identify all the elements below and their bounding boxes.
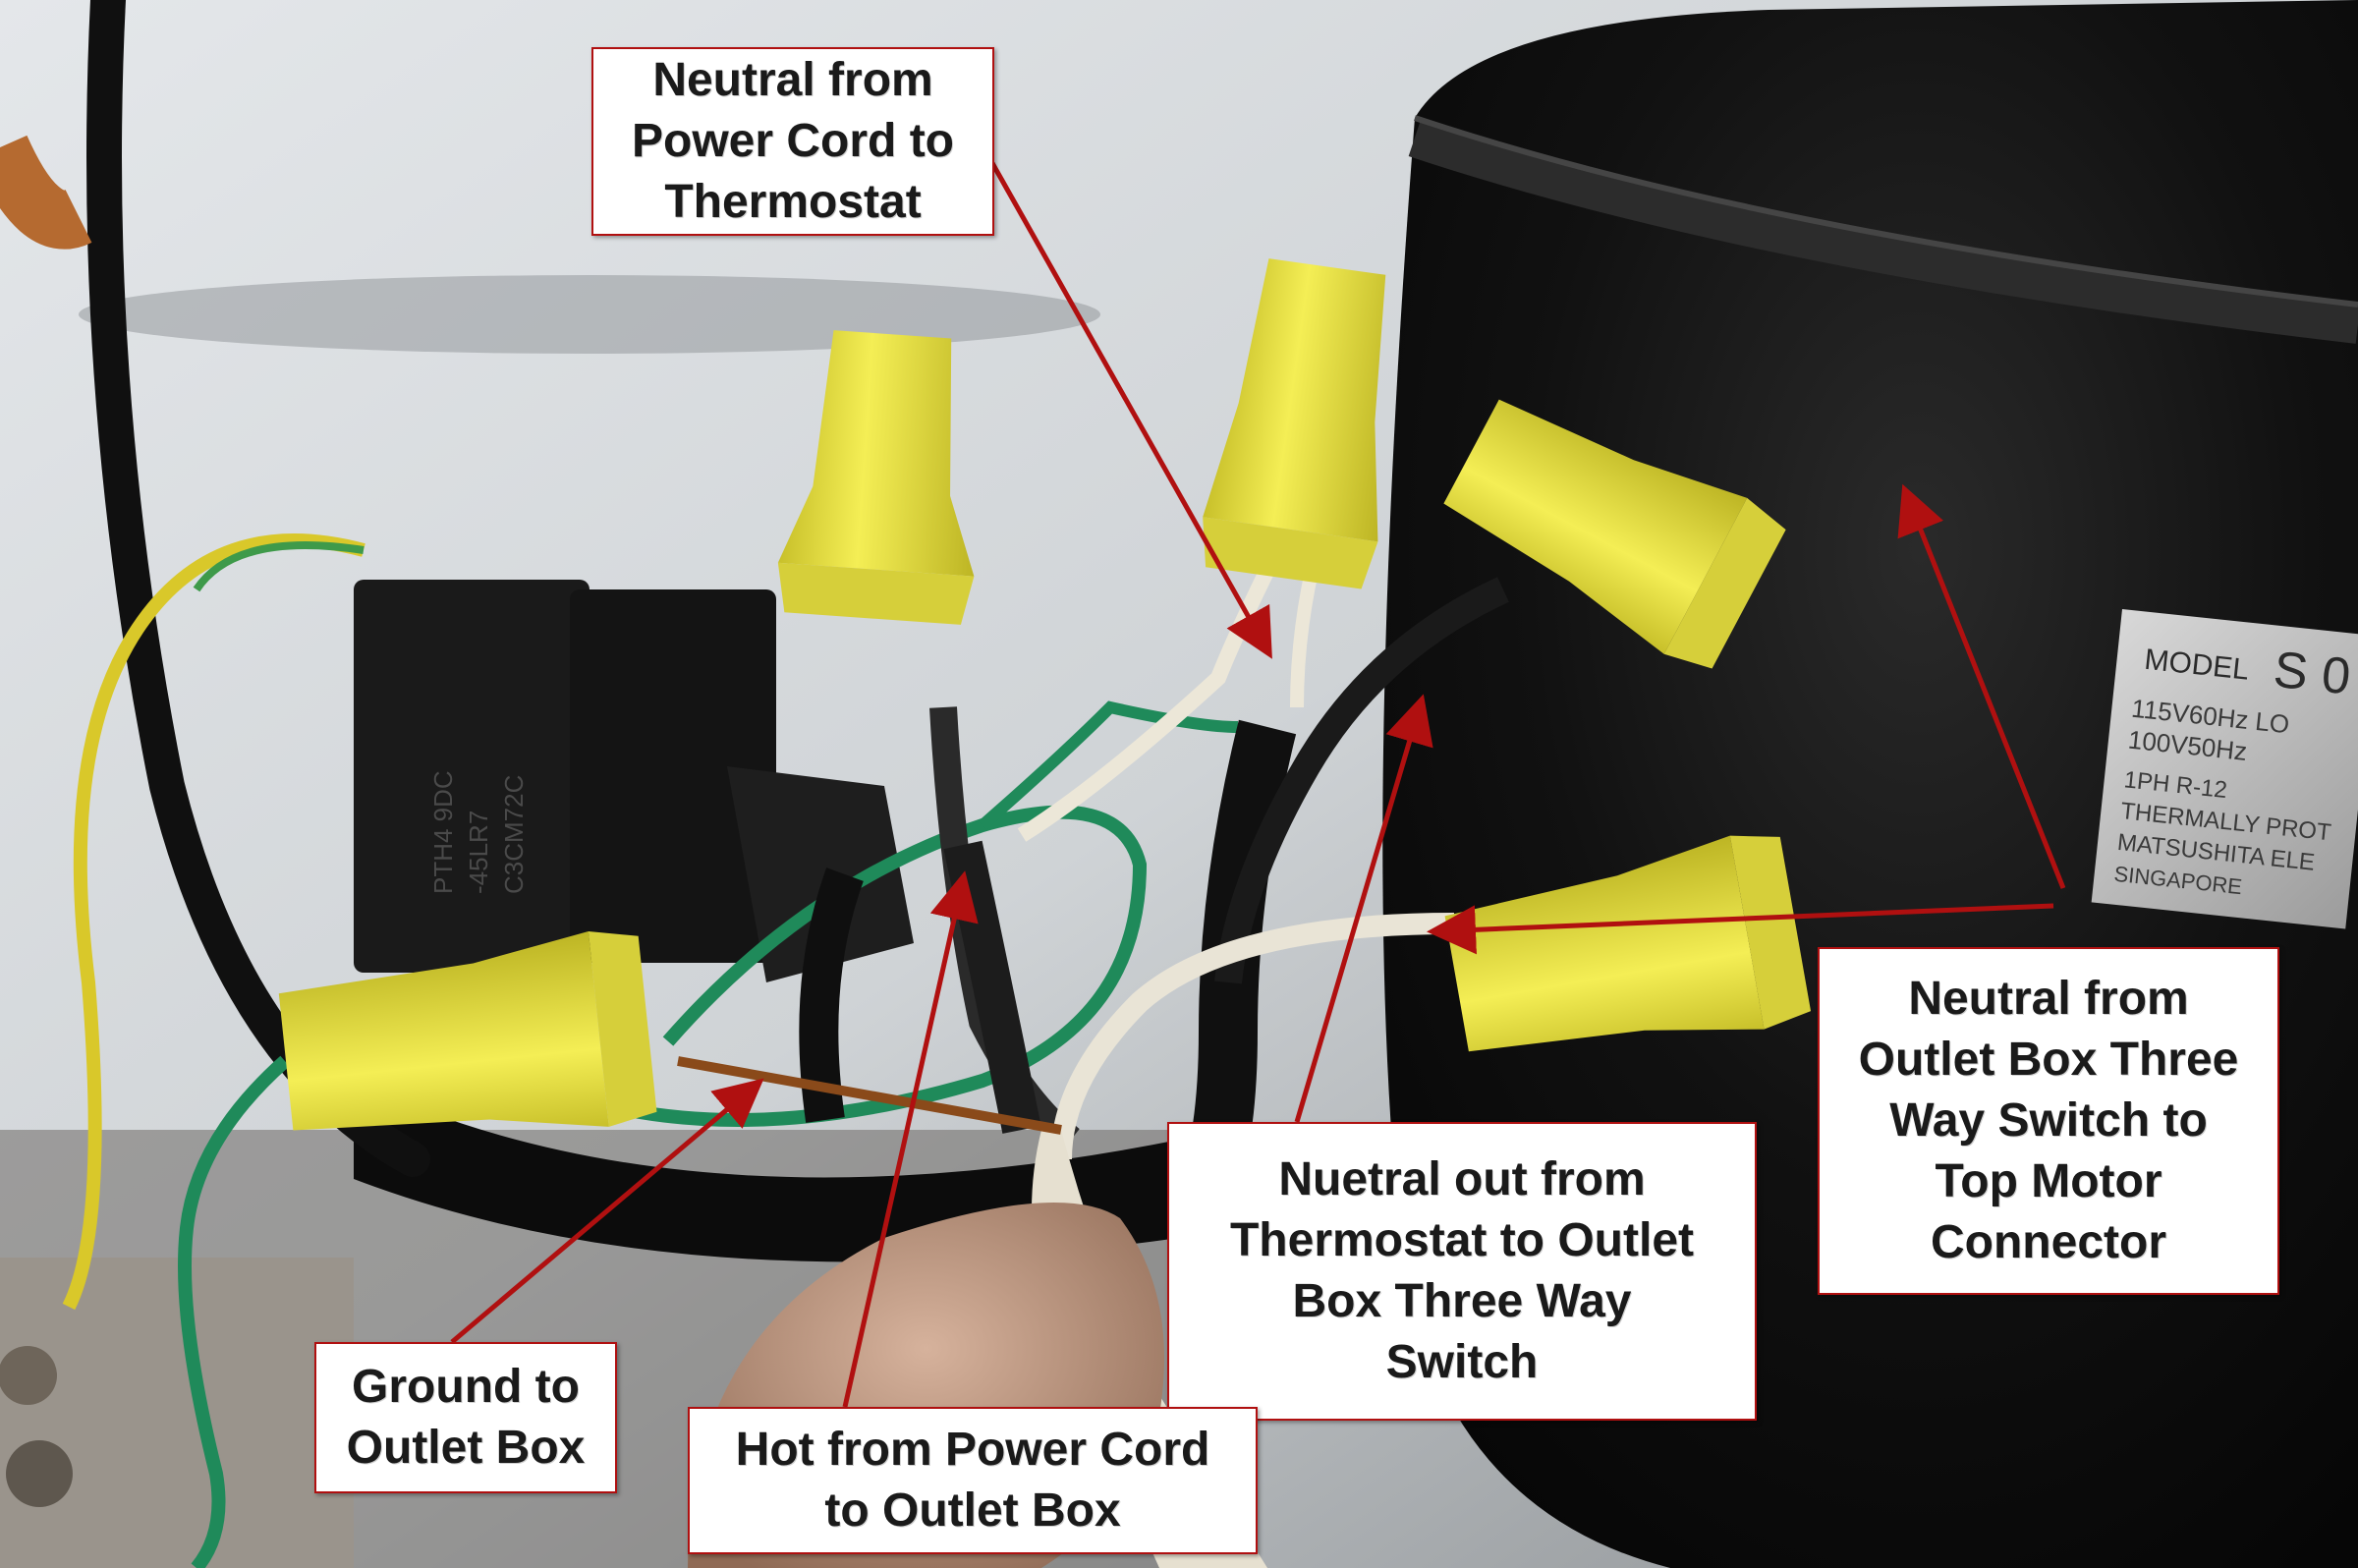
callout-line: Ground to bbox=[352, 1361, 580, 1413]
bolt bbox=[0, 1346, 57, 1405]
callout-line: Thermostat bbox=[664, 176, 922, 228]
wire-nut-left bbox=[278, 931, 657, 1131]
relay-label-1: PTH4 9DC bbox=[428, 770, 458, 894]
compressor-nameplate: MODEL S 0 115V60Hz LO 100V50Hz 1PH R-12 … bbox=[2091, 609, 2358, 929]
callout-line: Neutral from bbox=[652, 54, 933, 106]
compressor-weld-seam-highlight bbox=[1414, 115, 2358, 308]
callout-line: to Outlet Box bbox=[824, 1484, 1121, 1537]
callout-line: Box Three Way bbox=[1292, 1275, 1632, 1327]
callout-line: Nuetral out from bbox=[1278, 1153, 1646, 1205]
callout-line: Thermostat to Outlet bbox=[1229, 1214, 1694, 1266]
callout-hot-from-power-cord: Hot from Power Cord to Outlet Box bbox=[688, 1407, 1258, 1554]
wire-nut-top-right bbox=[1443, 399, 1786, 669]
callout-line: Neutral from bbox=[1908, 973, 2189, 1025]
green-ground-wire-3 bbox=[979, 700, 1239, 830]
callout-line: Outlet Box Three bbox=[1858, 1034, 2239, 1086]
start-relay: PTH4 9DC -45LR7 C3CM72C bbox=[354, 580, 914, 982]
black-wire-thermostat bbox=[1189, 719, 1297, 1155]
green-stripe-wire bbox=[193, 541, 365, 592]
relay-label-2: -45LR7 bbox=[464, 811, 493, 894]
base-plate bbox=[0, 1258, 354, 1568]
wire-nut-top-left bbox=[777, 330, 975, 625]
callout-line: Connector bbox=[1931, 1216, 2166, 1268]
callout-line: Way Switch to bbox=[1889, 1094, 2208, 1147]
bolt bbox=[6, 1440, 73, 1507]
compressor-weld-seam bbox=[1408, 119, 2358, 344]
callout-line: Hot from Power Cord bbox=[735, 1424, 1210, 1476]
plate-model-code: S 0 bbox=[2271, 642, 2353, 706]
copper-tube bbox=[0, 135, 92, 250]
relay-label-3: C3CM72C bbox=[499, 775, 529, 894]
callout-ground-to-outlet-box: Ground to Outlet Box bbox=[314, 1342, 617, 1493]
yellow-ground-wire bbox=[62, 533, 365, 1311]
green-ground-wire bbox=[178, 1055, 290, 1568]
callout-line: Power Cord to bbox=[631, 115, 954, 167]
callout-line: Outlet Box bbox=[346, 1422, 586, 1474]
callout-neutral-from-outlet-box: Neutral from Outlet Box Three Way Switch… bbox=[1818, 947, 2279, 1295]
callout-line: Switch bbox=[1385, 1336, 1539, 1388]
callout-neutral-from-power-cord: Neutral from Power Cord to Thermostat bbox=[591, 47, 994, 236]
callout-line: Top Motor bbox=[1935, 1155, 2162, 1207]
callout-nuetral-out-from-thermostat: Nuetral out from Thermostat to Outlet Bo… bbox=[1167, 1122, 1757, 1421]
